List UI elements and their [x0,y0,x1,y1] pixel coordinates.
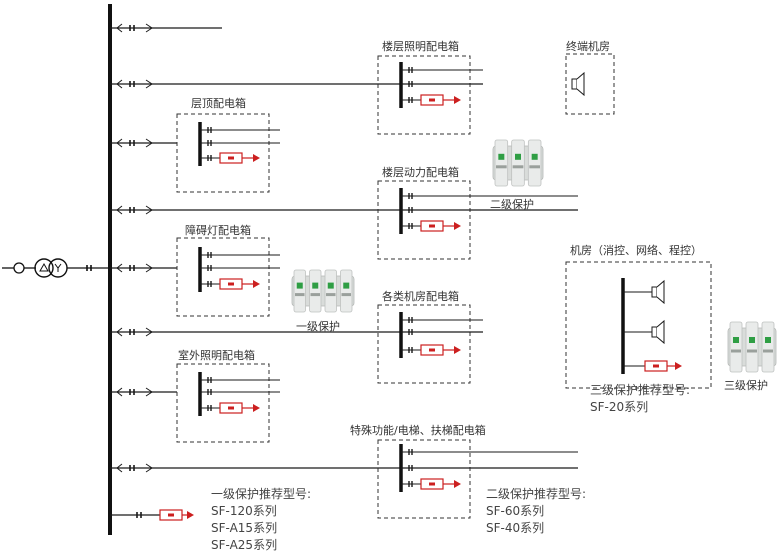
box-terminal-room [565,53,615,115]
box-title-machine-rooms: 各类机房配电箱 [382,290,459,303]
protector-icon [420,94,461,106]
box-floor-light [377,55,483,135]
spd-device-icon [291,269,355,313]
breaker-icon [116,23,153,33]
protection-level2-label: 二级保护 [490,198,534,211]
model-item: SF-40系列 [486,521,545,535]
speaker-icon [651,279,665,305]
box-special [377,439,578,519]
box-title-control-room: 机房（消控、网络、程控） [570,244,702,257]
recommendation-level3: 三级保护推荐型号: SF-20系列 [590,382,690,416]
protector-icon [644,360,682,372]
box-obstacle-light [176,237,280,317]
box-title-outdoor-light: 室外照明配电箱 [178,349,255,362]
speaker-icon [651,319,665,345]
box-title-floor-light: 楼层照明配电箱 [382,40,459,53]
breaker-icon [116,387,153,397]
protector-icon [219,402,260,414]
protector-icon [219,152,260,164]
feeder-line [110,23,222,33]
box-title-special: 特殊功能/电梯、扶梯配电箱 [350,424,486,437]
recommendation-level1-title: 一级保护推荐型号: [211,487,312,501]
spd-devices [291,139,777,373]
protection-level3-label: 三级保护 [724,379,768,392]
recommendation-level2: 二级保护推荐型号: SF-60系列 SF-40系列 [486,486,586,537]
box-outdoor-light [176,363,280,443]
protector-icon [420,344,461,356]
breaker-icon [116,205,153,215]
box-floor-power [377,180,578,260]
protection-level1-label: 一级保护 [296,320,340,333]
model-item: SF-A15系列 [211,521,278,535]
breaker-icon [116,79,153,89]
box-machine-rooms [377,304,483,384]
distribution-boxes [176,53,712,519]
spd-device-icon [492,139,544,187]
breaker-icon [116,263,153,273]
transformer-icon [2,258,108,278]
protector-icon [420,478,461,490]
recommendation-level1: 一级保护推荐型号: SF-120系列 SF-A15系列 SF-A25系列 [211,486,311,554]
recommendation-level2-title: 二级保护推荐型号: [486,487,587,501]
direct-protector-feeder [110,509,194,521]
spd-device-icon [727,321,777,373]
model-item: SF-A25系列 [211,538,278,552]
box-title-obstacle-light: 障碍灯配电箱 [185,224,251,237]
protector-icon [420,220,461,232]
breaker-icon [116,463,153,473]
feeder-line [110,387,177,397]
model-item: SF-120系列 [211,504,277,518]
speaker-icon [571,71,585,97]
box-roof [176,113,280,193]
breaker-icon [116,327,153,337]
box-title-terminal-room: 终端机房 [566,40,610,53]
model-item: SF-20系列 [590,400,649,414]
model-item: SF-60系列 [486,504,545,518]
protector-icon [219,278,260,290]
box-title-floor-power: 楼层动力配电箱 [382,166,459,179]
protector-icon [159,509,194,521]
recommendation-level3-title: 三级保护推荐型号: [590,383,691,397]
box-title-roof: 层顶配电箱 [191,97,246,110]
feeder-lines [110,23,578,521]
feeder-line [110,263,177,273]
feeder-line [110,138,177,148]
breaker-icon [116,138,153,148]
box-control-room [565,261,712,389]
